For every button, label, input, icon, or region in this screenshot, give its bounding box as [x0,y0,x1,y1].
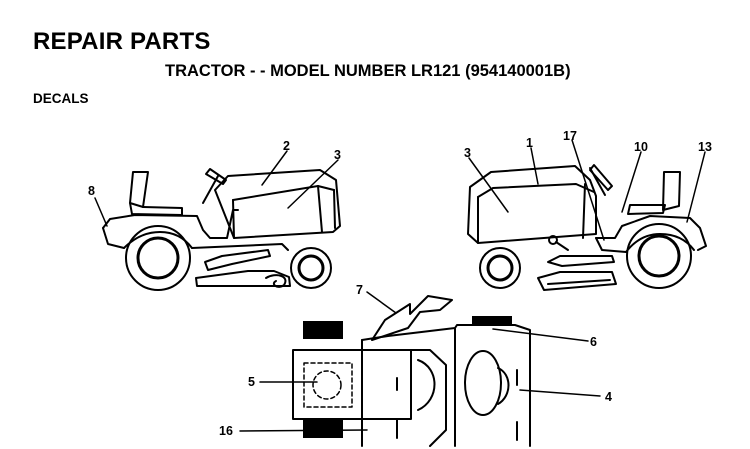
callout-3-right: 3 [464,146,471,160]
callout-17: 17 [563,129,577,143]
callout-4: 4 [605,390,612,404]
callout-2: 2 [283,139,290,153]
leader-lines [94,139,706,432]
callout-7: 7 [356,283,363,297]
right-side-tractor [467,164,707,291]
callout-16: 16 [219,424,233,438]
callout-1: 1 [526,136,533,150]
callout-8: 8 [88,184,95,198]
top-view-tractor [292,295,531,447]
callout-13: 13 [698,140,712,154]
model-subtitle: TRACTOR - - MODEL NUMBER LR121 (95414000… [165,62,571,80]
callout-3-left: 3 [334,148,341,162]
callout-10: 10 [634,140,648,154]
page-title: REPAIR PARTS [33,28,211,55]
callout-5: 5 [248,375,255,389]
section-title: DECALS [33,91,89,106]
callout-6: 6 [590,335,597,349]
left-side-tractor [102,168,341,291]
